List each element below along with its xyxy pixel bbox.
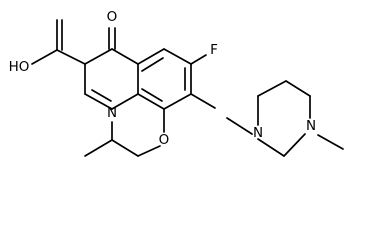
piperazine-n1-label: N [253,125,263,141]
bond [84,48,113,65]
bond [283,133,306,157]
bond [141,57,164,72]
ring-oxygen-label: O [159,132,170,148]
ring-nitrogen-label: N [107,105,117,121]
bond [285,80,311,97]
bond [111,48,139,65]
bond [91,89,112,102]
piperazine-n4-label: N [306,118,316,134]
bond [31,49,58,65]
bond [111,139,139,157]
bond [257,138,285,157]
bond [56,49,86,65]
bond [137,93,165,110]
fluorine-label: F [210,42,218,58]
bond [84,93,113,110]
bond [163,93,192,110]
bond [226,117,253,135]
bonds [31,19,344,157]
bond [137,48,165,65]
bond [84,139,113,157]
hydroxyl-label: HO [9,59,30,75]
bond [190,93,216,109]
ketone-oxygen-label: O [107,9,118,25]
bond [257,80,287,97]
bond [141,88,163,102]
bond [190,54,207,65]
bond [163,48,192,65]
bond [317,134,344,150]
bond [111,93,139,110]
structure-diagram: HO O F N N N O [9,9,344,157]
bond [137,145,161,157]
atom-labels: HO O F N N N O [9,9,316,148]
